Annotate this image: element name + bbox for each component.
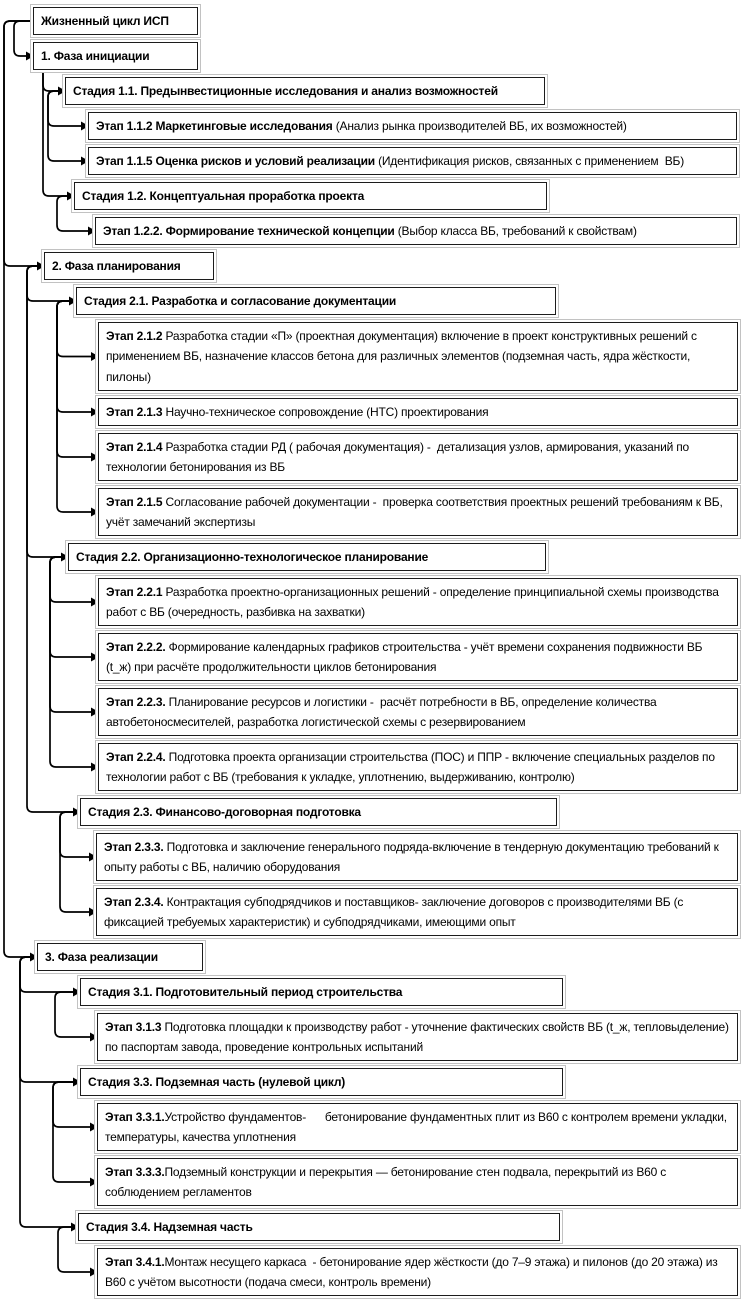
node-title: Этап 2.1.5 bbox=[106, 494, 166, 509]
node-s34: Стадия 3.4. Надземная часть bbox=[78, 1213, 560, 1241]
node-e333: Этап 3.3.3.Подземный конструкции и перек… bbox=[97, 1158, 738, 1206]
node-title: Стадия 3.3. Подземная часть (нулевой цик… bbox=[88, 1074, 346, 1089]
node-title: Стадия 1.1. Предынвестиционные исследова… bbox=[73, 83, 498, 98]
node-title: Этап 1.1.5 Оценка рисков и условий реали… bbox=[96, 153, 379, 168]
node-title: Стадия 2.2. Организационно-технологическ… bbox=[76, 549, 429, 564]
elbow-connector bbox=[42, 70, 67, 197]
elbow-connector bbox=[49, 556, 91, 658]
node-title: Стадия 3.4. Надземная часть bbox=[86, 1219, 253, 1234]
node-description: Монтаж несущего каркаса - бетонирование … bbox=[105, 1254, 721, 1290]
node-description: Подготовка площадки к производству работ… bbox=[105, 1019, 732, 1055]
elbow-connector bbox=[56, 300, 91, 458]
node-title: Этап 2.3.3. bbox=[104, 839, 167, 854]
node-title: Стадия 2.1. Разработка и согласование до… bbox=[84, 293, 397, 308]
node-title: Этап 1.2.2. Формирование технической кон… bbox=[103, 223, 398, 238]
elbow-connector bbox=[26, 265, 73, 813]
node-p3: 3. Фаза реализации bbox=[37, 943, 203, 971]
elbow-connector bbox=[42, 70, 58, 92]
node-e222: Этап 2.2.2. Формирование календарных гра… bbox=[98, 633, 738, 681]
node-root: Жизненный цикл ИСП bbox=[33, 7, 198, 35]
node-e215: Этап 2.1.5 Согласование рабочей документ… bbox=[98, 488, 738, 536]
node-s31: Стадия 3.1. Подготовительный период стро… bbox=[80, 978, 563, 1006]
node-s33: Стадия 3.3. Подземная часть (нулевой цик… bbox=[80, 1068, 563, 1096]
node-title: Этап 2.3.4. bbox=[104, 894, 167, 909]
node-description: Контрактация субподрядчиков и поставщико… bbox=[104, 894, 687, 930]
elbow-connector bbox=[56, 300, 91, 413]
elbow-connector bbox=[56, 300, 91, 513]
node-description: (Идентификация рисков, связанных с приме… bbox=[378, 153, 684, 168]
elbow-connector bbox=[49, 556, 91, 768]
node-title: Этап 1.1.2 Маркетинговые исследования bbox=[96, 118, 336, 133]
node-title: Этап 3.3.3. bbox=[105, 1164, 165, 1179]
node-e213: Этап 2.1.3 Научно-техническое сопровожде… bbox=[98, 398, 738, 426]
node-e234: Этап 2.3.4. Контрактация субподрядчиков … bbox=[96, 888, 738, 936]
node-p2: 2. Фаза планирования bbox=[44, 252, 214, 280]
elbow-connector bbox=[19, 956, 71, 1228]
node-e233: Этап 2.3.3. Подготовка и заключение гене… bbox=[96, 833, 738, 881]
node-title: Этап 2.1.3 bbox=[106, 404, 166, 419]
node-description: (Анализ рынка производителей ВБ, их возм… bbox=[335, 118, 627, 133]
node-s23: Стадия 2.3. Финансово-договорная подгото… bbox=[80, 798, 557, 826]
node-description: Научно-техническое сопровождение (НТС) п… bbox=[165, 404, 489, 419]
node-title: Этап 3.3.1. bbox=[105, 1109, 165, 1124]
node-e212: Этап 2.1.2 Разработка стадии «П» (проект… bbox=[98, 322, 738, 391]
node-description: Разработка стадии РД ( рабочая документа… bbox=[106, 439, 693, 475]
node-title: 2. Фаза планирования bbox=[52, 258, 181, 273]
elbow-connector bbox=[59, 811, 89, 913]
node-title: Этап 3.1.3 bbox=[105, 1019, 165, 1034]
node-title: Этап 2.2.1 bbox=[106, 584, 166, 599]
node-description: Согласование рабочей документации - пров… bbox=[106, 494, 726, 530]
node-p1: 1. Фаза инициации bbox=[33, 42, 198, 70]
node-title: Этап 3.4.1. bbox=[105, 1254, 165, 1269]
node-title: Этап 2.2.4. bbox=[106, 749, 169, 764]
node-s21: Стадия 2.1. Разработка и согласование до… bbox=[76, 287, 556, 315]
node-title: Этап 2.1.4 bbox=[106, 439, 166, 454]
node-title: Стадия 2.3. Финансово-договорная подгото… bbox=[88, 804, 361, 819]
node-title: Стадия 1.2. Концептуальная проработка пр… bbox=[82, 188, 365, 203]
node-e115: Этап 1.1.5 Оценка рисков и условий реали… bbox=[88, 147, 737, 175]
node-description: Формирование календарных графиков строит… bbox=[106, 639, 706, 675]
elbow-connector bbox=[19, 956, 73, 1083]
node-title: 1. Фаза инициации bbox=[41, 48, 150, 63]
node-description: Подготовка проекта организации строитель… bbox=[106, 749, 718, 785]
node-description: Планирование ресурсов и логистики - расч… bbox=[106, 694, 660, 730]
node-s12: Стадия 1.2. Концептуальная проработка пр… bbox=[74, 182, 547, 210]
node-e214: Этап 2.1.4 Разработка стадии РД ( рабоча… bbox=[98, 433, 738, 481]
node-s11: Стадия 1.1. Предынвестиционные исследова… bbox=[65, 77, 545, 105]
node-title: Этап 2.1.2 bbox=[106, 328, 166, 343]
node-e313: Этап 3.1.3 Подготовка площадки к произво… bbox=[97, 1013, 738, 1061]
node-title: Стадия 3.1. Подготовительный период стро… bbox=[88, 984, 403, 999]
elbow-connector bbox=[52, 1081, 90, 1183]
node-s22: Стадия 2.2. Организационно-технологическ… bbox=[68, 543, 546, 571]
elbow-connector bbox=[13, 20, 33, 57]
node-description: Разработка стадии «П» (проектная докумен… bbox=[106, 328, 700, 384]
node-e224: Этап 2.2.4. Подготовка проекта организац… bbox=[98, 743, 738, 791]
node-e221: Этап 2.2.1 Разработка проектно-организац… bbox=[98, 578, 738, 626]
node-description: Разработка проектно-организационных реше… bbox=[106, 584, 722, 620]
node-title: 3. Фаза реализации bbox=[45, 949, 158, 964]
node-title: Этап 2.2.3. bbox=[106, 694, 169, 709]
node-e331: Этап 3.3.1.Устройство фундаментов- бетон… bbox=[97, 1103, 738, 1151]
node-title: Жизненный цикл ИСП bbox=[41, 13, 169, 28]
elbow-connector bbox=[49, 556, 91, 713]
node-title: Этап 2.2.2. bbox=[106, 639, 169, 654]
node-description: (Выбор класса ВБ, требований к свойствам… bbox=[397, 223, 637, 238]
node-description: Подготовка и заключение генерального под… bbox=[104, 839, 722, 875]
node-e223: Этап 2.2.3. Планирование ресурсов и логи… bbox=[98, 688, 738, 736]
node-e122: Этап 1.2.2. Формирование технической кон… bbox=[95, 217, 737, 245]
node-e341: Этап 3.4.1.Монтаж несущего каркаса - бет… bbox=[97, 1248, 738, 1296]
node-description: Устройство фундаментов- бетонирование фу… bbox=[105, 1109, 730, 1145]
node-e112: Этап 1.1.2 Маркетинговые исследования (А… bbox=[88, 112, 737, 140]
node-description: Подземный конструкции и перекрытия — бет… bbox=[105, 1164, 670, 1200]
elbow-connector bbox=[26, 265, 61, 558]
elbow-connector bbox=[3, 20, 33, 958]
